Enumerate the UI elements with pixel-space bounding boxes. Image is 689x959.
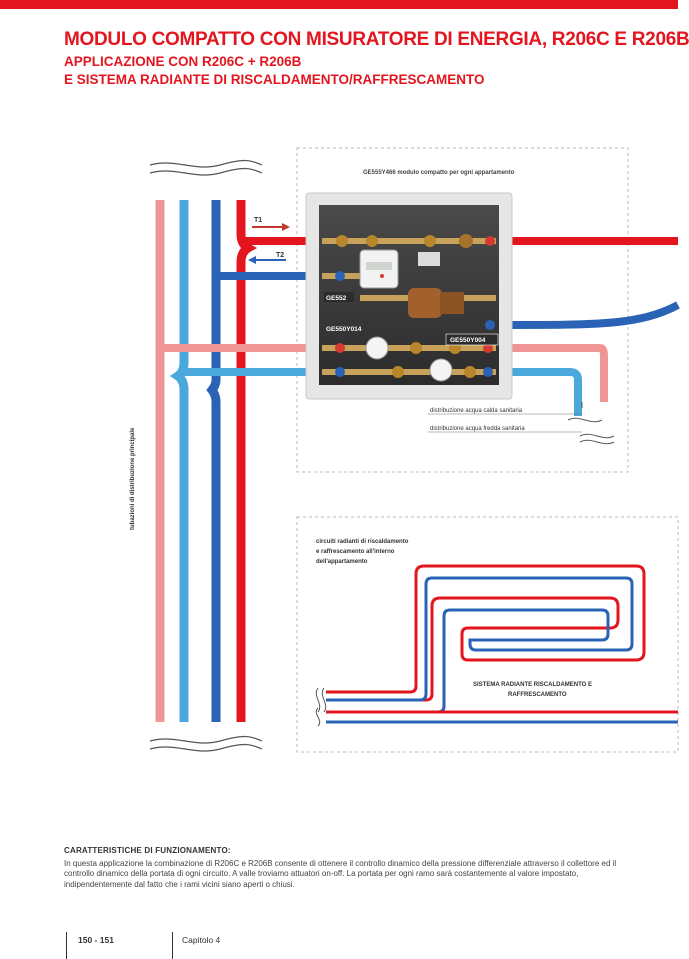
pipe-break-top: [149, 159, 263, 176]
hot-water-label: distribuzione acqua calda sanitaria: [430, 408, 523, 414]
top-accent-bar: [0, 0, 678, 9]
module-area-outline: [296, 147, 629, 473]
ge552-label: GE552: [326, 295, 347, 302]
section-body: In questa applicazione la combinazione d…: [64, 859, 617, 889]
radiant-system-line2: RAFFRESCAMENTO: [508, 692, 567, 698]
radiant-system-line1: SISTEMA RADIANTE RISCALDAMENTO E: [473, 682, 592, 688]
installation-diagram: T1 T2: [130, 147, 680, 753]
footer-divider-left: [66, 932, 67, 959]
module-caption: GE555Y466 modulo compatto per ogni appar…: [363, 170, 515, 176]
main-pipes-label: tubazioni di distribuzione principale: [130, 427, 136, 530]
ge550y004-label: GE550Y004: [450, 337, 486, 344]
radiant-feed-lines: [326, 710, 678, 724]
ge552-tag: [324, 292, 354, 302]
pipe-break-bottom: [149, 735, 263, 752]
chapter-label: Capitolo 4: [182, 935, 221, 945]
t2-label: T2: [276, 252, 284, 259]
page-subtitle-line1: APPLICAZIONE CON R206C + R206B: [64, 54, 302, 69]
page-subtitle-line2: E SISTEMA RADIANTE DI RISCALDAMENTO/RAFF…: [64, 72, 485, 87]
radiant-circuits-line1: circuiti radianti di riscaldamento: [316, 539, 409, 545]
page-title: MODULO COMPATTO CON MISURATORE DI ENERGI…: [64, 29, 689, 50]
cold-water-label: distribuzione acqua fredda sanitaria: [430, 426, 525, 432]
radiant-area-outline: [296, 516, 679, 753]
radiant-circuits-line2: e raffrescamento all'interno: [316, 549, 395, 555]
radiant-circuits-line3: dell'appartamento: [316, 559, 368, 565]
page-numbers: 150 - 151: [78, 935, 114, 945]
ge550y014-label: GE550Y014: [326, 326, 362, 333]
ge550y004-tag: [445, 333, 499, 346]
sanitary-break: [567, 417, 615, 445]
radiant-floor-circuit: [326, 564, 646, 714]
t1-label: T1: [254, 217, 262, 224]
footer-divider-right: [172, 932, 173, 959]
section-title: CARATTERISTICHE DI FUNZIONAMENTO:: [64, 846, 231, 855]
flow-arrows: [248, 223, 583, 408]
radiant-break: [315, 687, 327, 727]
